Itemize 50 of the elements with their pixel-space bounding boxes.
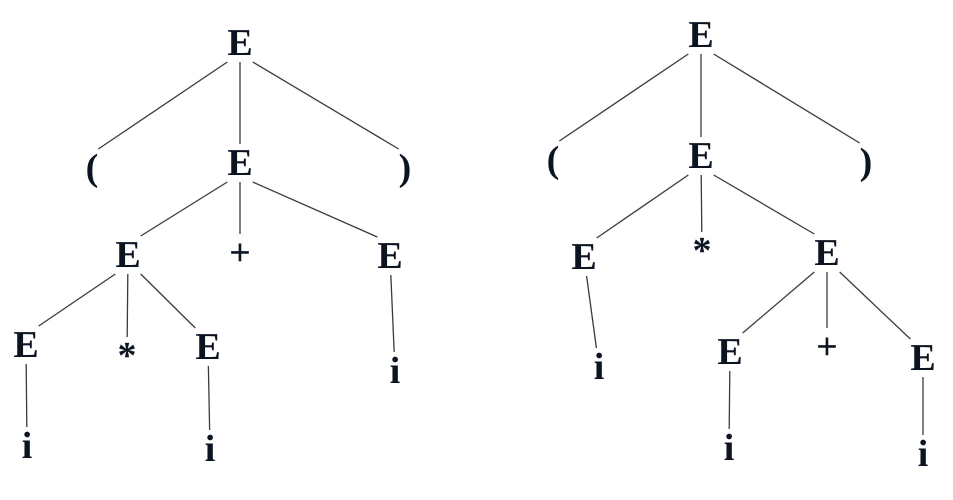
tree-node-label: ) bbox=[860, 143, 872, 181]
tree-edge bbox=[26, 364, 28, 427]
tree-edge bbox=[239, 62, 241, 144]
tree-edge bbox=[126, 274, 128, 337]
tree-node-label: E bbox=[227, 24, 253, 62]
tree-node-label: E bbox=[13, 326, 39, 364]
tree-node-label: i bbox=[594, 348, 604, 386]
tree-edge bbox=[38, 273, 116, 327]
tree-edge bbox=[140, 181, 228, 237]
tree-node-label: ( bbox=[546, 141, 560, 179]
tree-edge bbox=[700, 54, 702, 137]
tree-edge bbox=[700, 175, 702, 232]
tree-node-label: i bbox=[204, 430, 216, 468]
tree-node-label: E bbox=[227, 144, 253, 182]
tree-edge bbox=[140, 274, 196, 328]
tree-node-label: ) bbox=[398, 149, 412, 187]
tree-node-label: ( bbox=[86, 149, 98, 187]
tree-edge bbox=[586, 276, 598, 348]
tree-node-label: E bbox=[195, 328, 221, 366]
tree-node-label: + bbox=[229, 234, 251, 272]
tree-node-label: E bbox=[910, 339, 936, 377]
tree-edge bbox=[252, 61, 399, 150]
tree-edge bbox=[713, 53, 860, 144]
tree-edge bbox=[208, 366, 210, 430]
tree-edge bbox=[252, 181, 378, 238]
tree-edge bbox=[390, 274, 395, 352]
tree-edge bbox=[558, 53, 689, 142]
tree-node-label: * bbox=[692, 232, 712, 270]
tree-node-label: E bbox=[571, 238, 597, 276]
tree-node-label: E bbox=[688, 16, 714, 54]
tree-edge bbox=[742, 272, 815, 334]
tree-node-label: E bbox=[377, 237, 403, 275]
tree-node-label: i bbox=[918, 435, 928, 473]
tree-edge bbox=[839, 272, 911, 340]
tree-edge bbox=[239, 182, 241, 234]
tree-node-label: E bbox=[115, 236, 141, 274]
tree-node-label: * bbox=[118, 337, 136, 375]
tree-node-label: E bbox=[717, 333, 743, 371]
tree-node-label: E bbox=[814, 234, 840, 272]
tree-edge bbox=[826, 272, 828, 328]
tree-edge bbox=[922, 377, 924, 435]
tree-edge bbox=[728, 371, 730, 429]
tree-edge bbox=[98, 61, 228, 150]
tree-node-label: + bbox=[816, 328, 838, 366]
tree-edge bbox=[713, 174, 815, 235]
tree-node-label: i bbox=[22, 427, 32, 465]
tree-node-label: E bbox=[688, 137, 714, 175]
tree-node-label: i bbox=[390, 352, 400, 390]
tree-edge bbox=[596, 174, 689, 239]
tree-node-label: i bbox=[724, 429, 734, 467]
